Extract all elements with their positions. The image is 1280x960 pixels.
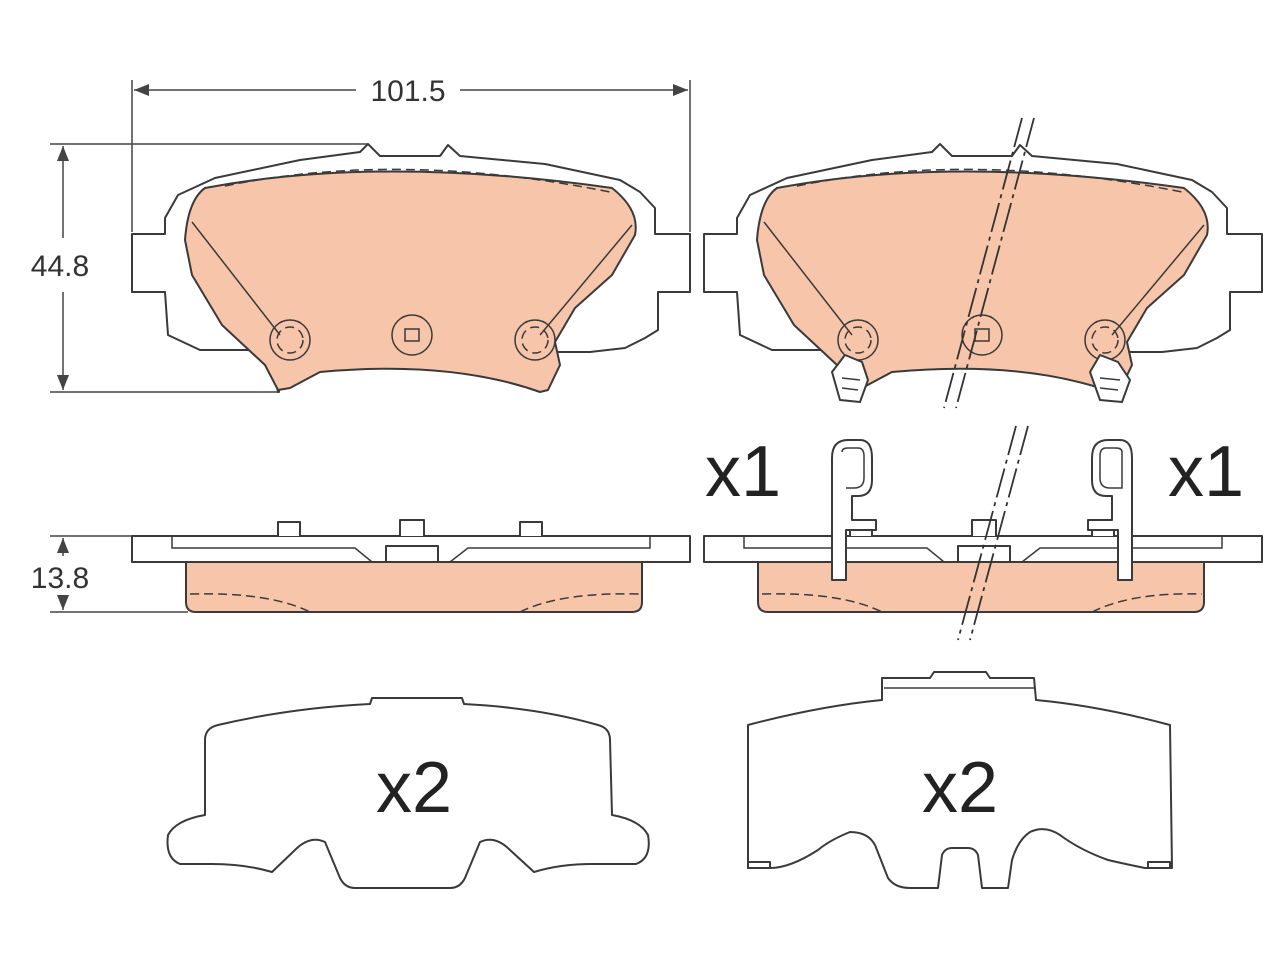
brake-pad-left-front <box>131 143 691 393</box>
shim-left: x2 <box>166 697 650 889</box>
wear-sensor-left <box>831 439 877 581</box>
wear-sensor-right <box>1087 439 1133 581</box>
height-dimension: 44.8 <box>31 143 368 393</box>
friction-material-left <box>184 170 637 393</box>
brake-pad-right-side <box>703 425 1263 641</box>
friction-material-right <box>756 170 1209 393</box>
side-friction-left <box>185 561 643 613</box>
break-line-bottom <box>957 425 1017 641</box>
shim-right-outline <box>747 671 1173 889</box>
shim-left-quantity: x2 <box>376 748 452 828</box>
side-friction-right <box>757 561 1205 613</box>
height-dimension-label: 44.8 <box>31 250 89 283</box>
wear-sensor-left-quantity: x1 <box>705 432 781 512</box>
shim-right-quantity: x2 <box>922 748 998 828</box>
wear-sensor-right-quantity: x1 <box>1168 432 1244 512</box>
thickness-dimension: 13.8 <box>31 535 188 613</box>
mounting-hole-left-3 <box>514 319 556 361</box>
break-line-top <box>943 117 1023 409</box>
shim-left-outline <box>166 697 650 889</box>
width-dimension: 101.5 <box>131 75 691 232</box>
mounting-hole-left-2 <box>391 314 433 356</box>
brake-pad-left-side <box>131 519 691 613</box>
shim-right: x2 <box>747 671 1173 889</box>
mounting-hole-left-1 <box>269 319 311 361</box>
width-dimension-label: 101.5 <box>370 75 445 108</box>
thickness-dimension-label: 13.8 <box>31 562 89 595</box>
brake-pad-right-front <box>703 117 1263 409</box>
